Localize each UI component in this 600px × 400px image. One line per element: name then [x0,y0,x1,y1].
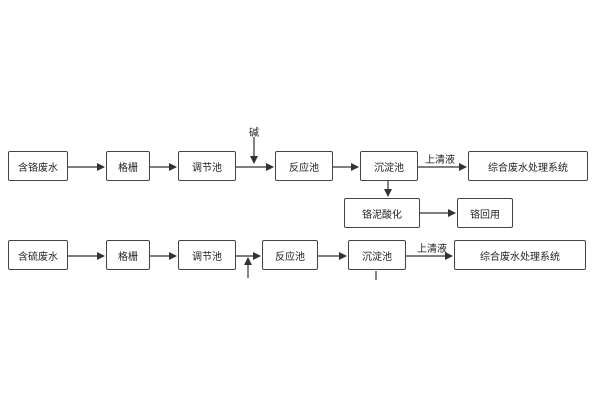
box-r1-sludge-acidification: 铬泥酸化 [344,198,420,228]
label-r1-supernatant: 上清液 [425,155,455,166]
box-r1-screen: 格栅 [106,151,150,181]
box-r1-equalization-tank: 调节池 [178,151,236,181]
box-r2-influent: 含硫废水 [8,240,68,270]
box-r2-screen: 格栅 [106,240,150,270]
box-r2-equalization-tank: 调节池 [178,240,236,270]
label-r1-alkali: 碱 [249,128,259,139]
box-r1-sedimentation-tank: 沉淀池 [360,151,418,181]
box-r2-wastewater-system: 综合废水处理系统 [454,240,586,270]
box-r1-reaction-tank: 反应池 [275,151,333,181]
box-r1-wastewater-system: 综合废水处理系统 [468,151,588,181]
box-r1-influent: 含铬废水 [8,151,68,181]
label-r2-supernatant: 上清液 [417,244,447,255]
box-r2-sedimentation-tank: 沉淀池 [348,240,406,270]
box-r2-reaction-tank: 反应池 [262,240,318,270]
box-r1-chrome-reuse: 铬回用 [457,198,513,228]
